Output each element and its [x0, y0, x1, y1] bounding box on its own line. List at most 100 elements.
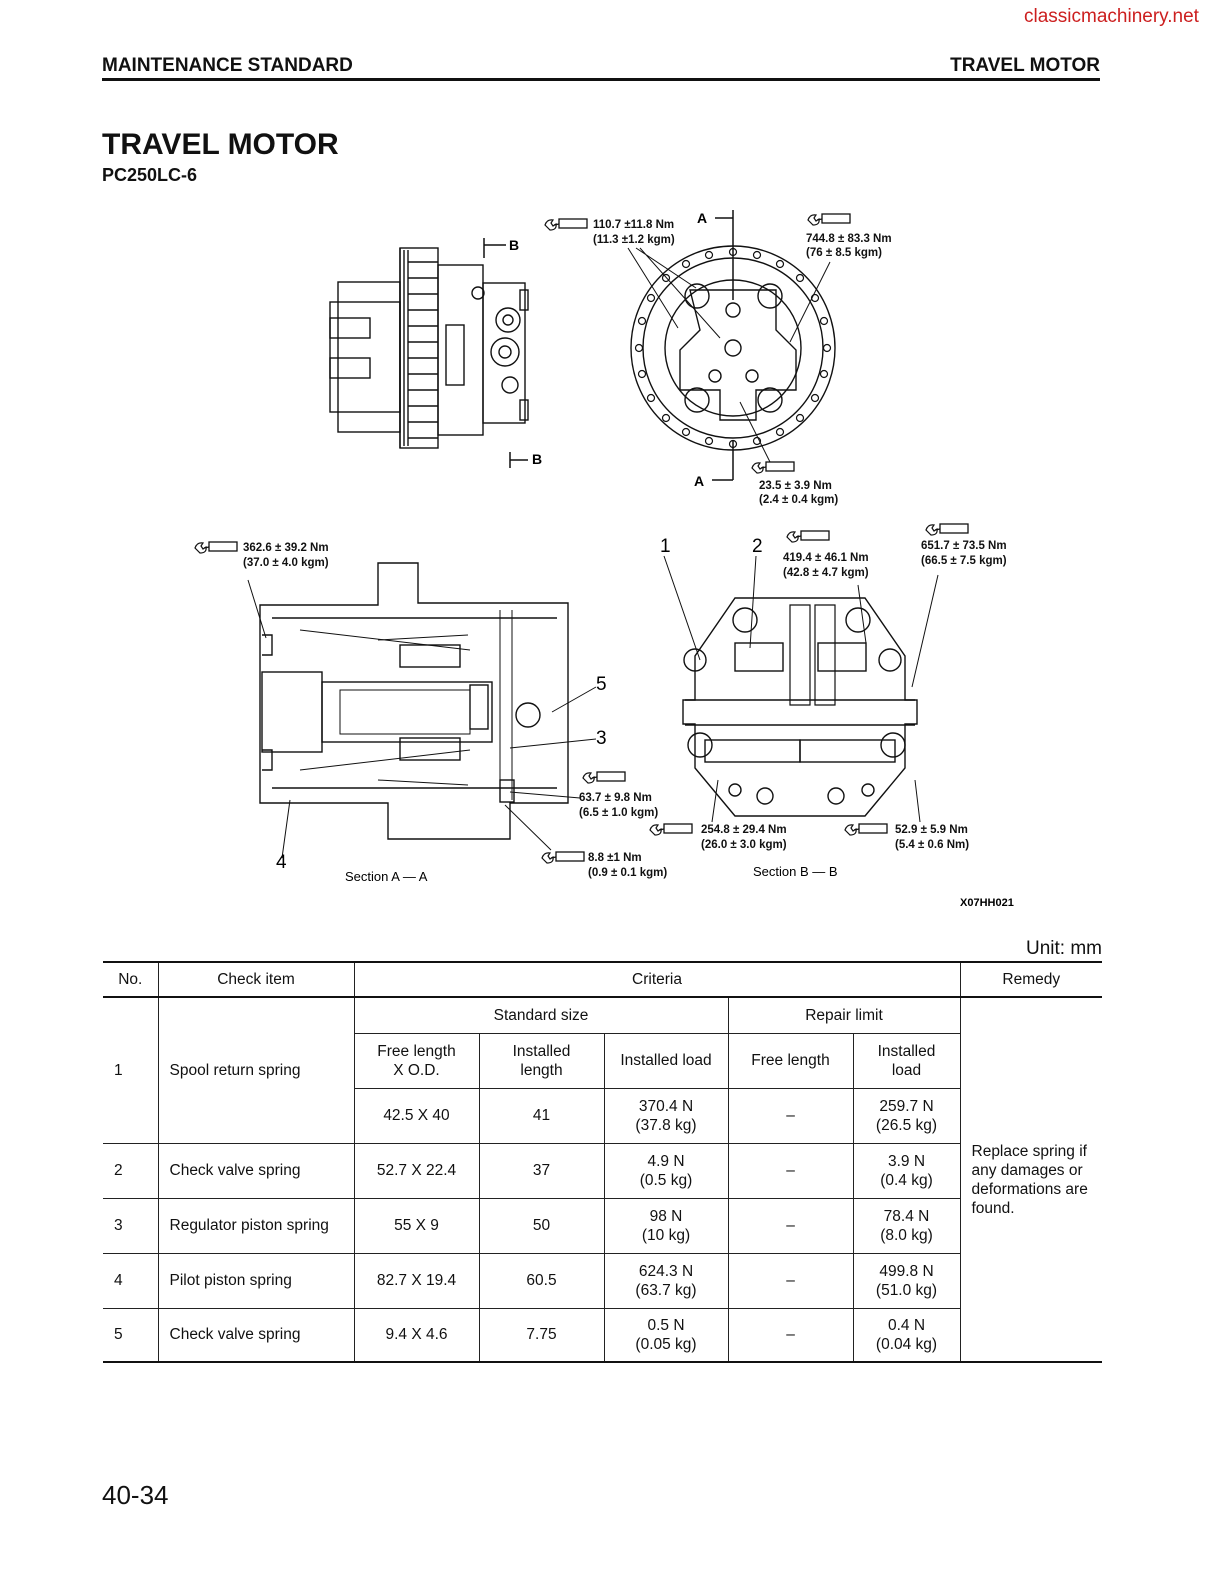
- torque-wrench-icon: [582, 771, 626, 784]
- torque-wrench-icon: [925, 523, 969, 536]
- torque-wrench-icon: [786, 530, 830, 543]
- end-view-drawing: [630, 210, 836, 481]
- item-number-3: 3: [596, 728, 607, 749]
- row-no: 3: [103, 1198, 159, 1254]
- col-header-no: No.: [103, 961, 159, 998]
- end-view-bolt-circle: [634, 247, 832, 449]
- section-b-b-drawing: [663, 555, 939, 823]
- cell-free-length-od: 42.5 X 40: [354, 1088, 480, 1144]
- cell-free-length-od: 55 X 9: [353, 1198, 480, 1254]
- torque-value-nm: 744.8 ± 83.3 Nm: [806, 233, 892, 245]
- cell-installed-length: 60.5: [478, 1253, 605, 1309]
- table-row: 4 Pilot piston spring 82.7 X 19.4 60.5 6…: [103, 1253, 1102, 1309]
- header-topic: TRAVEL MOTOR: [950, 55, 1100, 76]
- section-a-caption: Section A — A: [345, 869, 428, 884]
- torque-value-kgm: (11.3 ±1.2 kgm): [593, 234, 675, 246]
- col-header-check-item: Check item: [157, 961, 355, 998]
- cell-repair-installed-load: 0.4 N(0.04 kg): [852, 1308, 960, 1363]
- header-section: MAINTENANCE STANDARD: [102, 55, 353, 76]
- cell-installed-load: 0.5 N(0.05 kg): [603, 1308, 729, 1363]
- unit-label: Unit: mm: [1026, 938, 1102, 959]
- row-no: 5: [103, 1308, 159, 1363]
- model-name: PC250LC-6: [102, 165, 198, 185]
- cell-installed-length: 7.75: [478, 1308, 605, 1363]
- group-repair-limit: Repair limit: [727, 997, 961, 1034]
- cell-installed-load: 98 N(10 kg): [603, 1198, 729, 1254]
- travel-motor-figure: B B A A Sec: [194, 210, 1014, 909]
- cell-free-length-od: 82.7 X 19.4: [353, 1253, 480, 1309]
- cell-repair-installed-load: 3.9 N(0.4 kg): [852, 1143, 960, 1199]
- col-header-remedy: Remedy: [959, 961, 1102, 998]
- torque-value-kgm: (42.8 ± 4.7 kgm): [783, 567, 869, 579]
- sub-header-repair-free-length: Free length: [727, 1033, 854, 1089]
- torque-value-nm: 63.7 ± 9.8 Nm: [579, 792, 652, 804]
- item-number-2: 2: [752, 536, 763, 557]
- cell-repair-installed-load: 259.7 N(26.5 kg): [852, 1088, 960, 1144]
- row-check-item: Spool return spring: [157, 997, 355, 1144]
- cell-installed-length: 37: [478, 1143, 605, 1199]
- watermark: classicmachinery.net: [1024, 6, 1199, 27]
- torque-value-nm: 254.8 ± 29.4 Nm: [701, 824, 787, 836]
- torque-value-kgm: (76 ± 8.5 kgm): [806, 247, 882, 259]
- torque-value-nm: 23.5 ± 3.9 Nm: [759, 480, 832, 492]
- remedy-cell: Replace spring if any damages or deforma…: [959, 997, 1102, 1363]
- cell-repair-installed-load: 78.4 N(8.0 kg): [852, 1198, 960, 1254]
- torque-value-nm: 110.7 ±11.8 Nm: [593, 219, 674, 231]
- cell-repair-free-length: –: [727, 1143, 854, 1199]
- torque-value-nm: 419.4 ± 46.1 Nm: [783, 552, 869, 564]
- section-b-caption: Section B — B: [753, 864, 838, 879]
- cell-installed-load: 370.4 N(37.8 kg): [603, 1088, 729, 1144]
- item-number-5: 5: [596, 674, 607, 695]
- torque-wrench-icon: [751, 461, 795, 474]
- section-a-a-drawing: [247, 562, 597, 859]
- row-no: 2: [103, 1143, 159, 1199]
- row-check-item: Check valve spring: [157, 1143, 355, 1199]
- section-mark-b-bottom: B: [532, 451, 542, 467]
- torque-wrench-icon: [649, 823, 693, 836]
- table-row: 3 Regulator piston spring 55 X 9 50 98 N…: [103, 1198, 1102, 1254]
- cell-free-length-od: 52.7 X 22.4: [353, 1143, 480, 1199]
- page-number: 40-34: [102, 1480, 169, 1510]
- item-number-1: 1: [660, 536, 671, 557]
- figure-code: X07HH021: [960, 897, 1014, 909]
- row-no: 4: [103, 1253, 159, 1309]
- torque-value-nm: 8.8 ±1 Nm: [588, 852, 642, 864]
- torque-wrench-icon: [541, 851, 585, 864]
- cell-installed-length: 50: [478, 1198, 605, 1254]
- item-number-4: 4: [276, 852, 287, 873]
- cell-repair-free-length: –: [727, 1198, 854, 1254]
- remedy-line: Replace spring if: [971, 1142, 1087, 1160]
- cell-installed-length: 41: [478, 1088, 605, 1144]
- torque-value-nm: 362.6 ± 39.2 Nm: [243, 542, 329, 554]
- row-check-item: Check valve spring: [157, 1308, 355, 1363]
- torque-value-kgm: (37.0 ± 4.0 kgm): [243, 557, 329, 569]
- header-rule: [102, 78, 1100, 81]
- torque-value-kgm: (2.4 ± 0.4 kgm): [759, 494, 838, 506]
- cell-free-length-od: 9.4 X 4.6: [353, 1308, 480, 1363]
- cell-installed-load: 4.9 N(0.5 kg): [603, 1143, 729, 1199]
- section-mark-b-top: B: [509, 237, 519, 253]
- torque-wrench-icon: [807, 213, 851, 226]
- row-check-item: Pilot piston spring: [157, 1253, 355, 1309]
- cell-installed-load: 624.3 N(63.7 kg): [603, 1253, 729, 1309]
- table-row: 5 Check valve spring 9.4 X 4.6 7.75 0.5 …: [103, 1308, 1102, 1363]
- torque-wrench-icon: [844, 823, 888, 836]
- group-standard-size: Standard size: [353, 997, 729, 1034]
- cell-repair-installed-load: 499.8 N(51.0 kg): [852, 1253, 960, 1309]
- cell-repair-free-length: –: [727, 1088, 854, 1144]
- torque-value-nm: 651.7 ± 73.5 Nm: [921, 540, 1007, 552]
- torque-value-nm: 52.9 ± 5.9 Nm: [895, 824, 968, 836]
- side-view-drawing: [329, 238, 529, 468]
- section-mark-a-top: A: [697, 210, 707, 226]
- section-mark-a-bottom: A: [694, 473, 704, 489]
- table-header-row: No. Check item Criteria Remedy: [103, 961, 1102, 998]
- torque-value-kgm: (26.0 ± 3.0 kgm): [701, 839, 787, 851]
- page-title: TRAVEL MOTOR: [102, 128, 339, 161]
- remedy-line: deformations are: [971, 1180, 1088, 1198]
- group-header-row: 1 Spool return spring Standard size Repa…: [103, 997, 1102, 1363]
- remedy-line: any damages or: [971, 1161, 1083, 1179]
